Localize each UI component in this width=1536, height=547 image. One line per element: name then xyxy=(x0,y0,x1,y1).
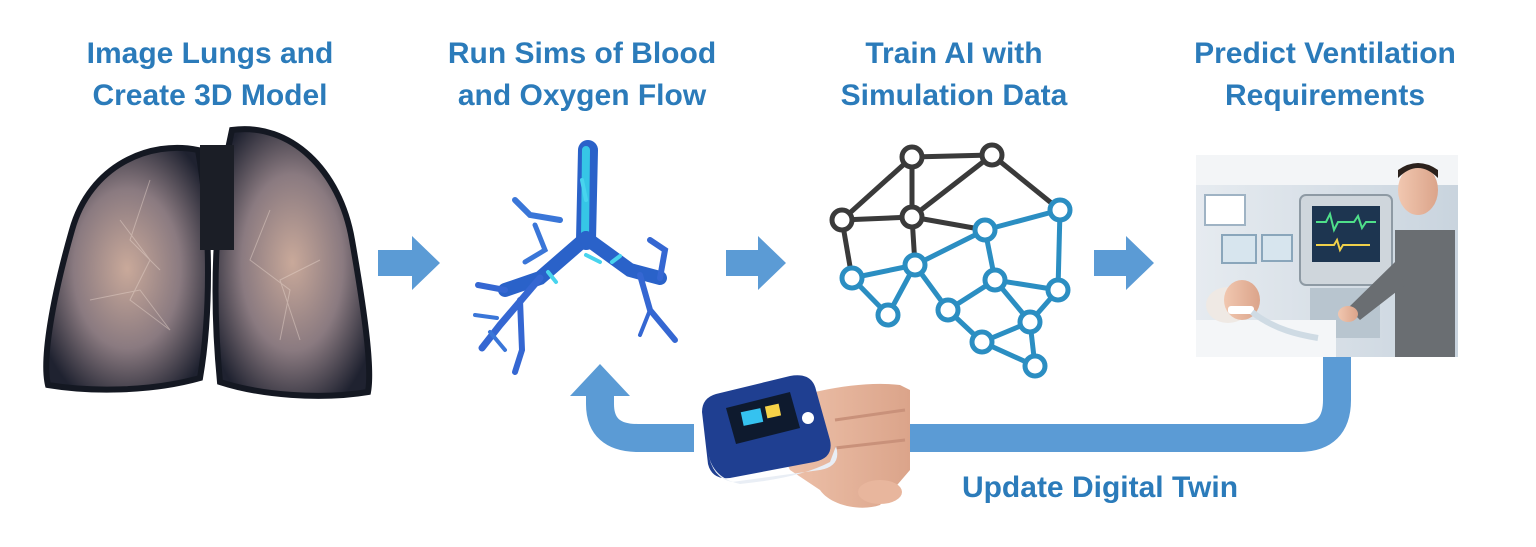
step-4-title-line-1: Predict Ventilation xyxy=(1194,37,1456,70)
step-3-title: Train AI with Simulation Data xyxy=(784,33,1124,117)
lungs-3d-model-image xyxy=(43,126,373,399)
patient-ventilator-photo xyxy=(1196,155,1458,357)
arrow-right-icon xyxy=(1094,236,1154,290)
update-digital-twin-label: Update Digital Twin xyxy=(961,471,1239,504)
step-3-title-line-2: Simulation Data xyxy=(840,79,1068,112)
step-2-title-line-2: and Oxygen Flow xyxy=(457,79,707,112)
step-2-title-line-1: Run Sims of Blood xyxy=(447,37,717,70)
feedback-loop-arrow xyxy=(570,357,1351,452)
step-4-title: Predict Ventilation Requirements xyxy=(1155,33,1495,117)
step-1-title-line-1: Image Lungs and xyxy=(86,37,334,70)
arrow-right-icon xyxy=(378,236,440,290)
step-2-title: Run Sims of Blood and Oxygen Flow xyxy=(412,33,752,117)
step-3-title-line-1: Train AI with xyxy=(865,37,1043,70)
arrow-right-icon xyxy=(726,236,786,290)
neural-network-icon xyxy=(829,142,1073,379)
step-4-title-line-2: Requirements xyxy=(1224,79,1426,112)
airway-tree-simulation-image xyxy=(473,140,678,375)
step-1-title-line-2: Create 3D Model xyxy=(92,79,328,112)
step-1-title: Image Lungs and Create 3D Model xyxy=(40,33,380,117)
pulse-oximeter-photo xyxy=(694,360,910,522)
